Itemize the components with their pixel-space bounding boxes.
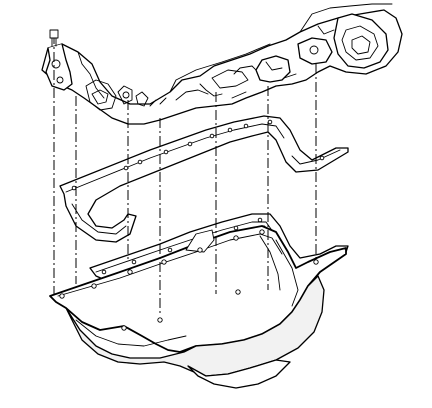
oil-pan (49, 225, 347, 389)
pan-bolt (49, 29, 59, 47)
alignment-lines (53, 34, 317, 316)
oil-pan-gasket-upper (59, 115, 349, 243)
engine-block (41, 3, 403, 125)
